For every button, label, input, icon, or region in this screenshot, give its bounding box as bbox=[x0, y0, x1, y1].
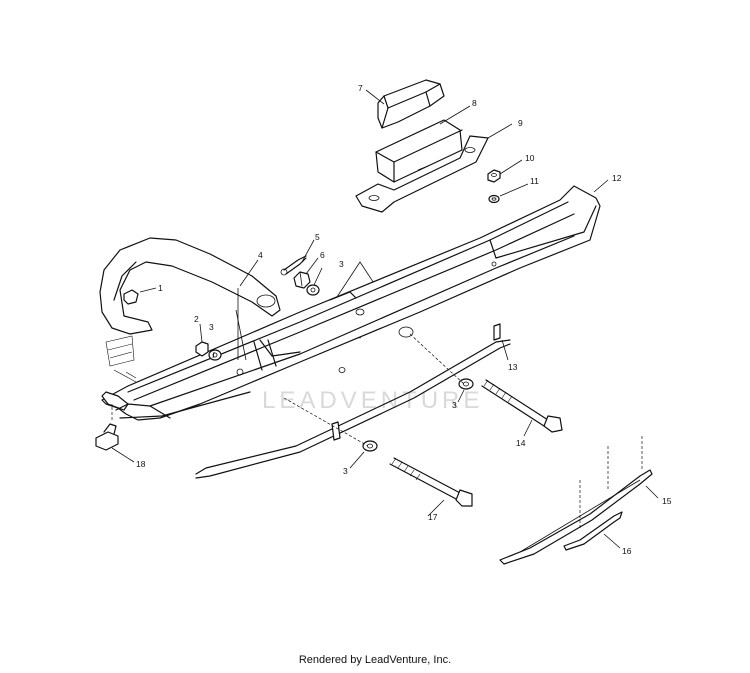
callout-11: 11 bbox=[530, 176, 539, 186]
washer-3-part-b bbox=[306, 284, 320, 296]
callout-labels: 1 2 3 3 3 3 4 5 6 7 8 9 10 11 12 13 14 1… bbox=[136, 83, 672, 556]
washer-3-part-c bbox=[458, 378, 474, 390]
callout-3-d: 3 bbox=[343, 466, 348, 476]
ski-body-part bbox=[101, 185, 601, 421]
watermark: LEADVENTURE bbox=[262, 261, 483, 414]
footer-credit: Rendered by LeadVenture, Inc. bbox=[298, 654, 452, 666]
washer-3-part-d bbox=[362, 440, 378, 452]
nut-2-part bbox=[195, 341, 209, 357]
tip-bolt-18-part bbox=[95, 404, 119, 451]
callout-3-b: 3 bbox=[339, 259, 344, 269]
callout-3-c: 3 bbox=[452, 400, 457, 410]
castle-nut-part bbox=[293, 271, 311, 289]
carbide-runner-part bbox=[499, 436, 653, 565]
handle-fastener-part bbox=[123, 289, 139, 305]
spring-channel-part bbox=[375, 119, 463, 183]
callout-10: 10 bbox=[525, 153, 535, 163]
callout-4: 4 bbox=[258, 250, 263, 260]
callout-1: 1 bbox=[158, 283, 163, 293]
callout-3-a: 3 bbox=[209, 322, 214, 332]
callout-17: 17 bbox=[428, 512, 438, 522]
cotter-pin-part bbox=[280, 255, 307, 276]
spring-bumper-part bbox=[377, 79, 445, 129]
callout-6: 6 bbox=[320, 250, 325, 260]
watermark-text: LEADVENTURE bbox=[262, 387, 483, 414]
callout-8: 8 bbox=[472, 98, 477, 108]
carbide-insert-part bbox=[563, 511, 623, 551]
long-bolt-14-part bbox=[481, 379, 563, 433]
callout-16: 16 bbox=[622, 546, 632, 556]
callout-12: 12 bbox=[612, 173, 622, 183]
callout-9: 9 bbox=[518, 118, 523, 128]
callout-14: 14 bbox=[516, 438, 526, 448]
long-bolt-17-part bbox=[389, 457, 473, 507]
washer-3-part-a bbox=[208, 349, 222, 361]
callout-15: 15 bbox=[662, 496, 672, 506]
callout-7: 7 bbox=[358, 83, 363, 93]
callout-13: 13 bbox=[508, 362, 518, 372]
callout-18: 18 bbox=[136, 459, 146, 469]
ski-handle-part bbox=[99, 237, 281, 383]
assembly-lines bbox=[283, 333, 465, 447]
leader-lines bbox=[111, 89, 659, 549]
wear-bar-part bbox=[195, 323, 511, 479]
nut-and-washer-10-11 bbox=[487, 169, 501, 204]
callout-2: 2 bbox=[194, 314, 199, 324]
callout-5: 5 bbox=[315, 232, 320, 242]
